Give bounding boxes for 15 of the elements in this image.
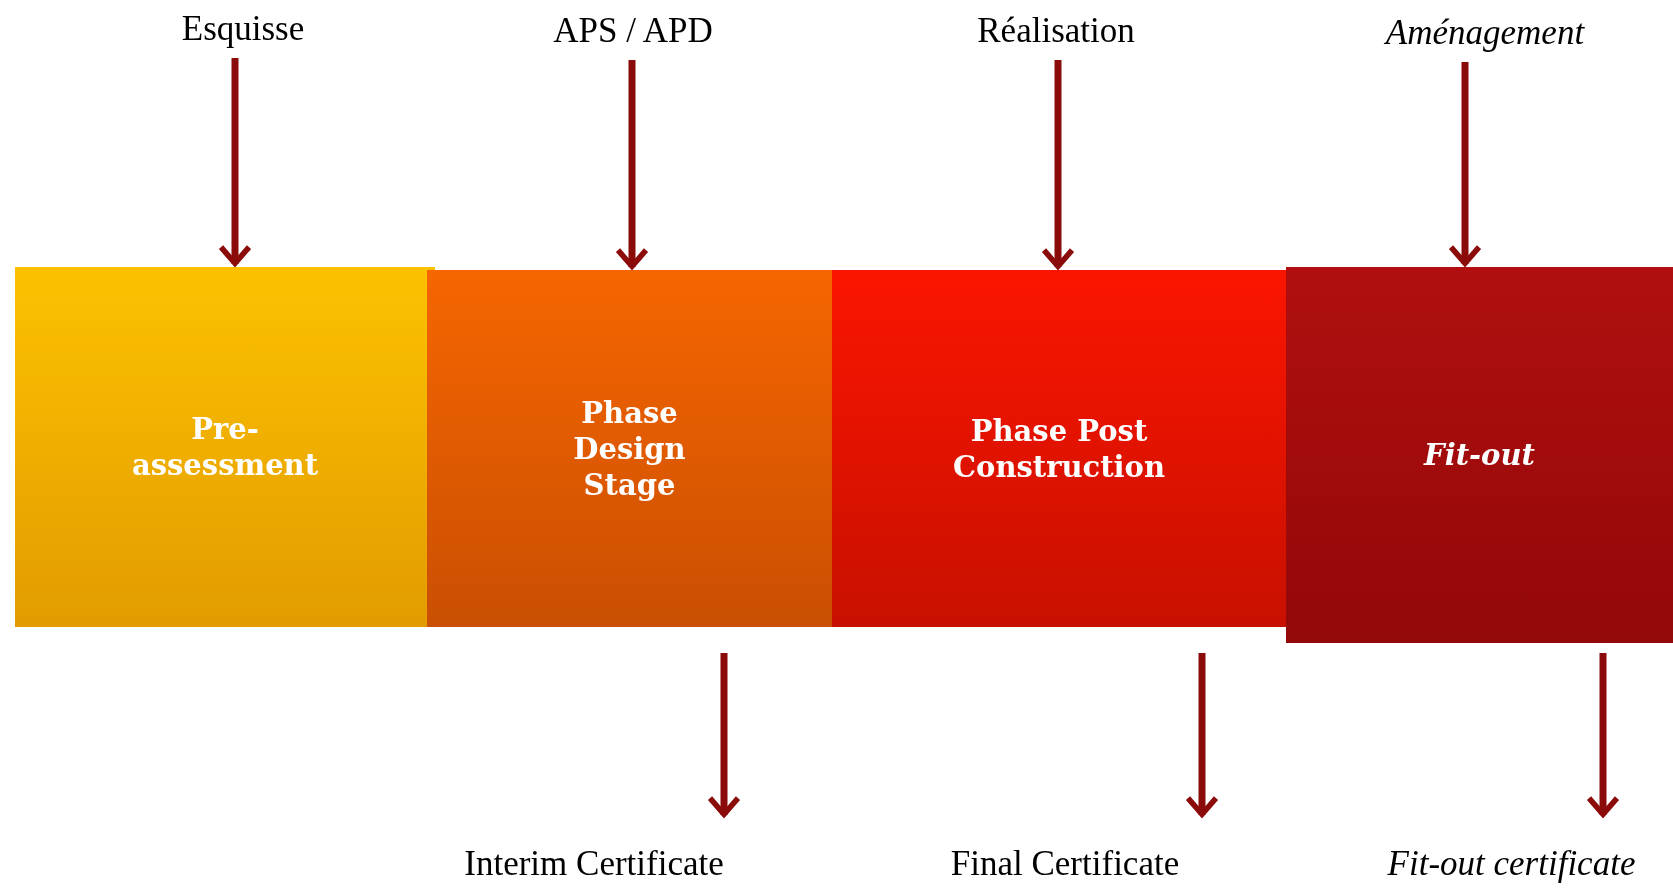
stage-label: Esquisse [181,9,305,49]
phase-block [15,267,435,627]
phase-label: Phase Design Stage [573,394,686,503]
phase-block [427,270,832,627]
stage-label: Interim Certificate [464,844,724,884]
stage-label: Aménagement [1385,13,1585,53]
stage-label: Réalisation [977,11,1135,51]
stage-label: Final Certificate [950,844,1180,884]
phase-block [1286,267,1673,643]
phase-label: Pre-assessment [131,411,319,483]
stage-label: Fit-out certificate [1387,844,1636,884]
phase-block [832,270,1286,627]
stage-label: APS / APD [553,11,713,51]
phase-label: Phase Post Construction [952,412,1166,485]
phase-label: Fit-out [1424,437,1535,473]
